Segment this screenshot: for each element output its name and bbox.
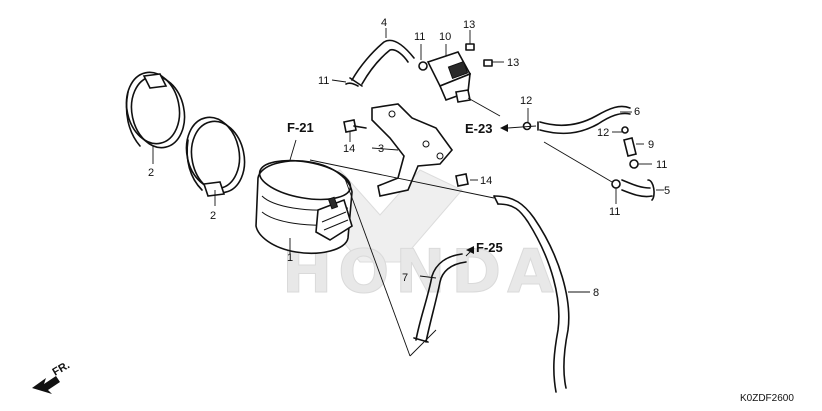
callout-12[interactable]: 12 xyxy=(520,95,532,107)
callout-13[interactable]: 13 xyxy=(507,57,519,69)
f25-arrow xyxy=(466,246,474,254)
hose-6[interactable] xyxy=(537,105,631,135)
callout-1[interactable]: 1 xyxy=(287,252,293,264)
e23-arrow xyxy=(500,124,508,132)
callout-4[interactable]: 4 xyxy=(381,17,387,29)
ref-f21[interactable]: F-21 xyxy=(287,120,314,135)
callout-7[interactable]: 7 xyxy=(402,272,408,284)
purge-valve[interactable] xyxy=(426,51,472,103)
hose-7[interactable] xyxy=(413,253,467,343)
callout-12[interactable]: 12 xyxy=(597,127,609,139)
leader-lines xyxy=(152,28,664,357)
callout-11[interactable]: 11 xyxy=(656,159,667,171)
callout-14[interactable]: 14 xyxy=(480,175,492,187)
callout-10[interactable]: 10 xyxy=(439,31,451,43)
callout-14[interactable]: 14 xyxy=(343,143,355,155)
clip-items xyxy=(345,43,639,189)
bolts-14[interactable] xyxy=(343,119,469,187)
callout-3[interactable]: 3 xyxy=(378,143,384,155)
callout-13[interactable]: 13 xyxy=(463,19,475,31)
callout-8[interactable]: 8 xyxy=(593,287,599,299)
band-clamp-right[interactable] xyxy=(180,112,251,197)
direction-label: FR. xyxy=(51,359,72,378)
ref-e23[interactable]: E-23 xyxy=(465,121,492,136)
hose-4[interactable] xyxy=(349,39,415,87)
callout-6[interactable]: 6 xyxy=(634,106,640,118)
callout-9[interactable]: 9 xyxy=(648,139,654,151)
callout-2[interactable]: 2 xyxy=(210,210,216,222)
hose-8[interactable] xyxy=(493,195,570,393)
callout-11[interactable]: 11 xyxy=(609,206,620,218)
callout-2[interactable]: 2 xyxy=(148,167,154,179)
callout-5[interactable]: 5 xyxy=(664,185,670,197)
evap-canister[interactable] xyxy=(255,154,353,254)
ref-f25[interactable]: F-25 xyxy=(476,240,503,255)
callout-11[interactable]: 11 xyxy=(414,31,425,43)
front-direction-marker: FR. xyxy=(32,359,72,394)
band-clamp-left[interactable] xyxy=(120,67,191,152)
hose-5[interactable] xyxy=(621,179,655,201)
bracket-3[interactable] xyxy=(371,103,454,197)
callout-11[interactable]: 11 xyxy=(318,75,329,87)
diagram-code: K0ZDF2600 xyxy=(740,393,794,404)
